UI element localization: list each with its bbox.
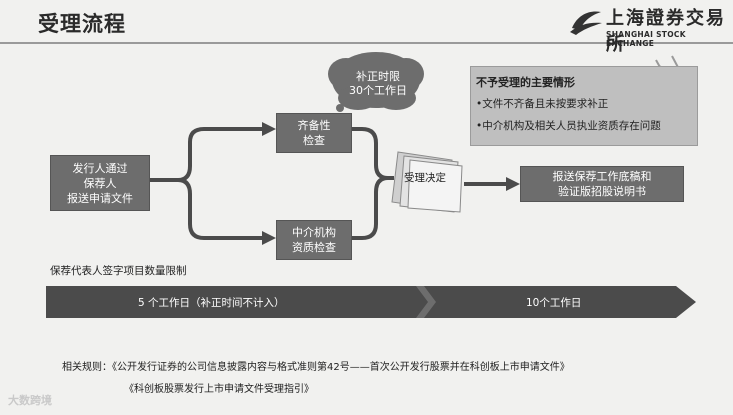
timeline-segment-2-label: 10个工作日 [526,297,582,309]
cloud-line-2: 30个工作日 [349,84,407,97]
issuer-submission-box: 发行人通过 保荐人 报送申请文件 [50,155,150,211]
arrowhead-to-result [506,177,520,191]
correction-cloud-shape [323,52,424,124]
connector-split-top [150,127,262,182]
sponsor-limit-label: 保荐代表人签字项目数量限制 [50,265,187,277]
decision-label: 受理决定 [404,172,446,184]
rejection-note-panel [470,66,698,146]
logo-text-cn: 上海證券交易所 [606,8,726,55]
completeness-check-box: 齐备性 检查 [276,113,352,153]
correction-deadline-cloud: 补正时限 30个工作日 [338,70,418,98]
timeline-arrow [46,286,696,318]
qualification-box-line-1: 中介机构 [292,226,336,239]
result-submission-box: 报送保荐工作底稿和 验证版招股说明书 [520,166,684,202]
issuer-box-line-1: 发行人通过 [72,161,128,175]
issuer-box-line-3: 报送申请文件 [67,191,133,205]
watermark-text: 大数跨境 [8,394,52,407]
completeness-box-line-2: 检查 [303,134,325,147]
arrowhead-to-completeness [262,122,276,136]
rejection-note-title: 不予受理的主要情形 [476,76,575,89]
connector-merge-top [352,127,394,180]
result-box-line-1: 报送保荐工作底稿和 [552,170,652,183]
related-rules-line-1: 相关规则：《公开发行证券的公司信息披露内容与格式准则第42号——首次公开发行股票… [62,362,570,373]
cloud-line-1: 补正时限 [356,70,400,83]
sse-logo-icon [570,11,602,35]
timeline-segment-1-label: 5 个工作日（补正时间不计入） [138,297,285,309]
rejection-note-item: •文件不齐备且未按要求补正 [476,98,609,110]
connector-merge-bottom [352,176,389,240]
result-box-line-2: 验证版招股说明书 [558,185,646,198]
connector-split-bottom [177,178,262,240]
page-title: 受理流程 [38,12,126,36]
qualification-check-box: 中介机构 资质检查 [276,220,352,260]
issuer-box-line-2: 保荐人 [83,176,117,190]
decision-document-icon [391,151,463,213]
qualification-box-line-2: 资质检查 [292,241,336,254]
timeline-divider-chevron [416,286,436,318]
related-rules-line-2: 《科创板股票发行上市申请文件受理指引》 [124,384,314,395]
rejection-note-item: •中介机构及相关人员执业资质存在问题 [476,120,661,132]
arrowhead-to-qualification [262,231,276,245]
title-divider [0,42,733,44]
completeness-box-line-1: 齐备性 [297,119,331,132]
logo-text-en: SHANGHAI STOCK EXCHANGE [606,30,686,48]
